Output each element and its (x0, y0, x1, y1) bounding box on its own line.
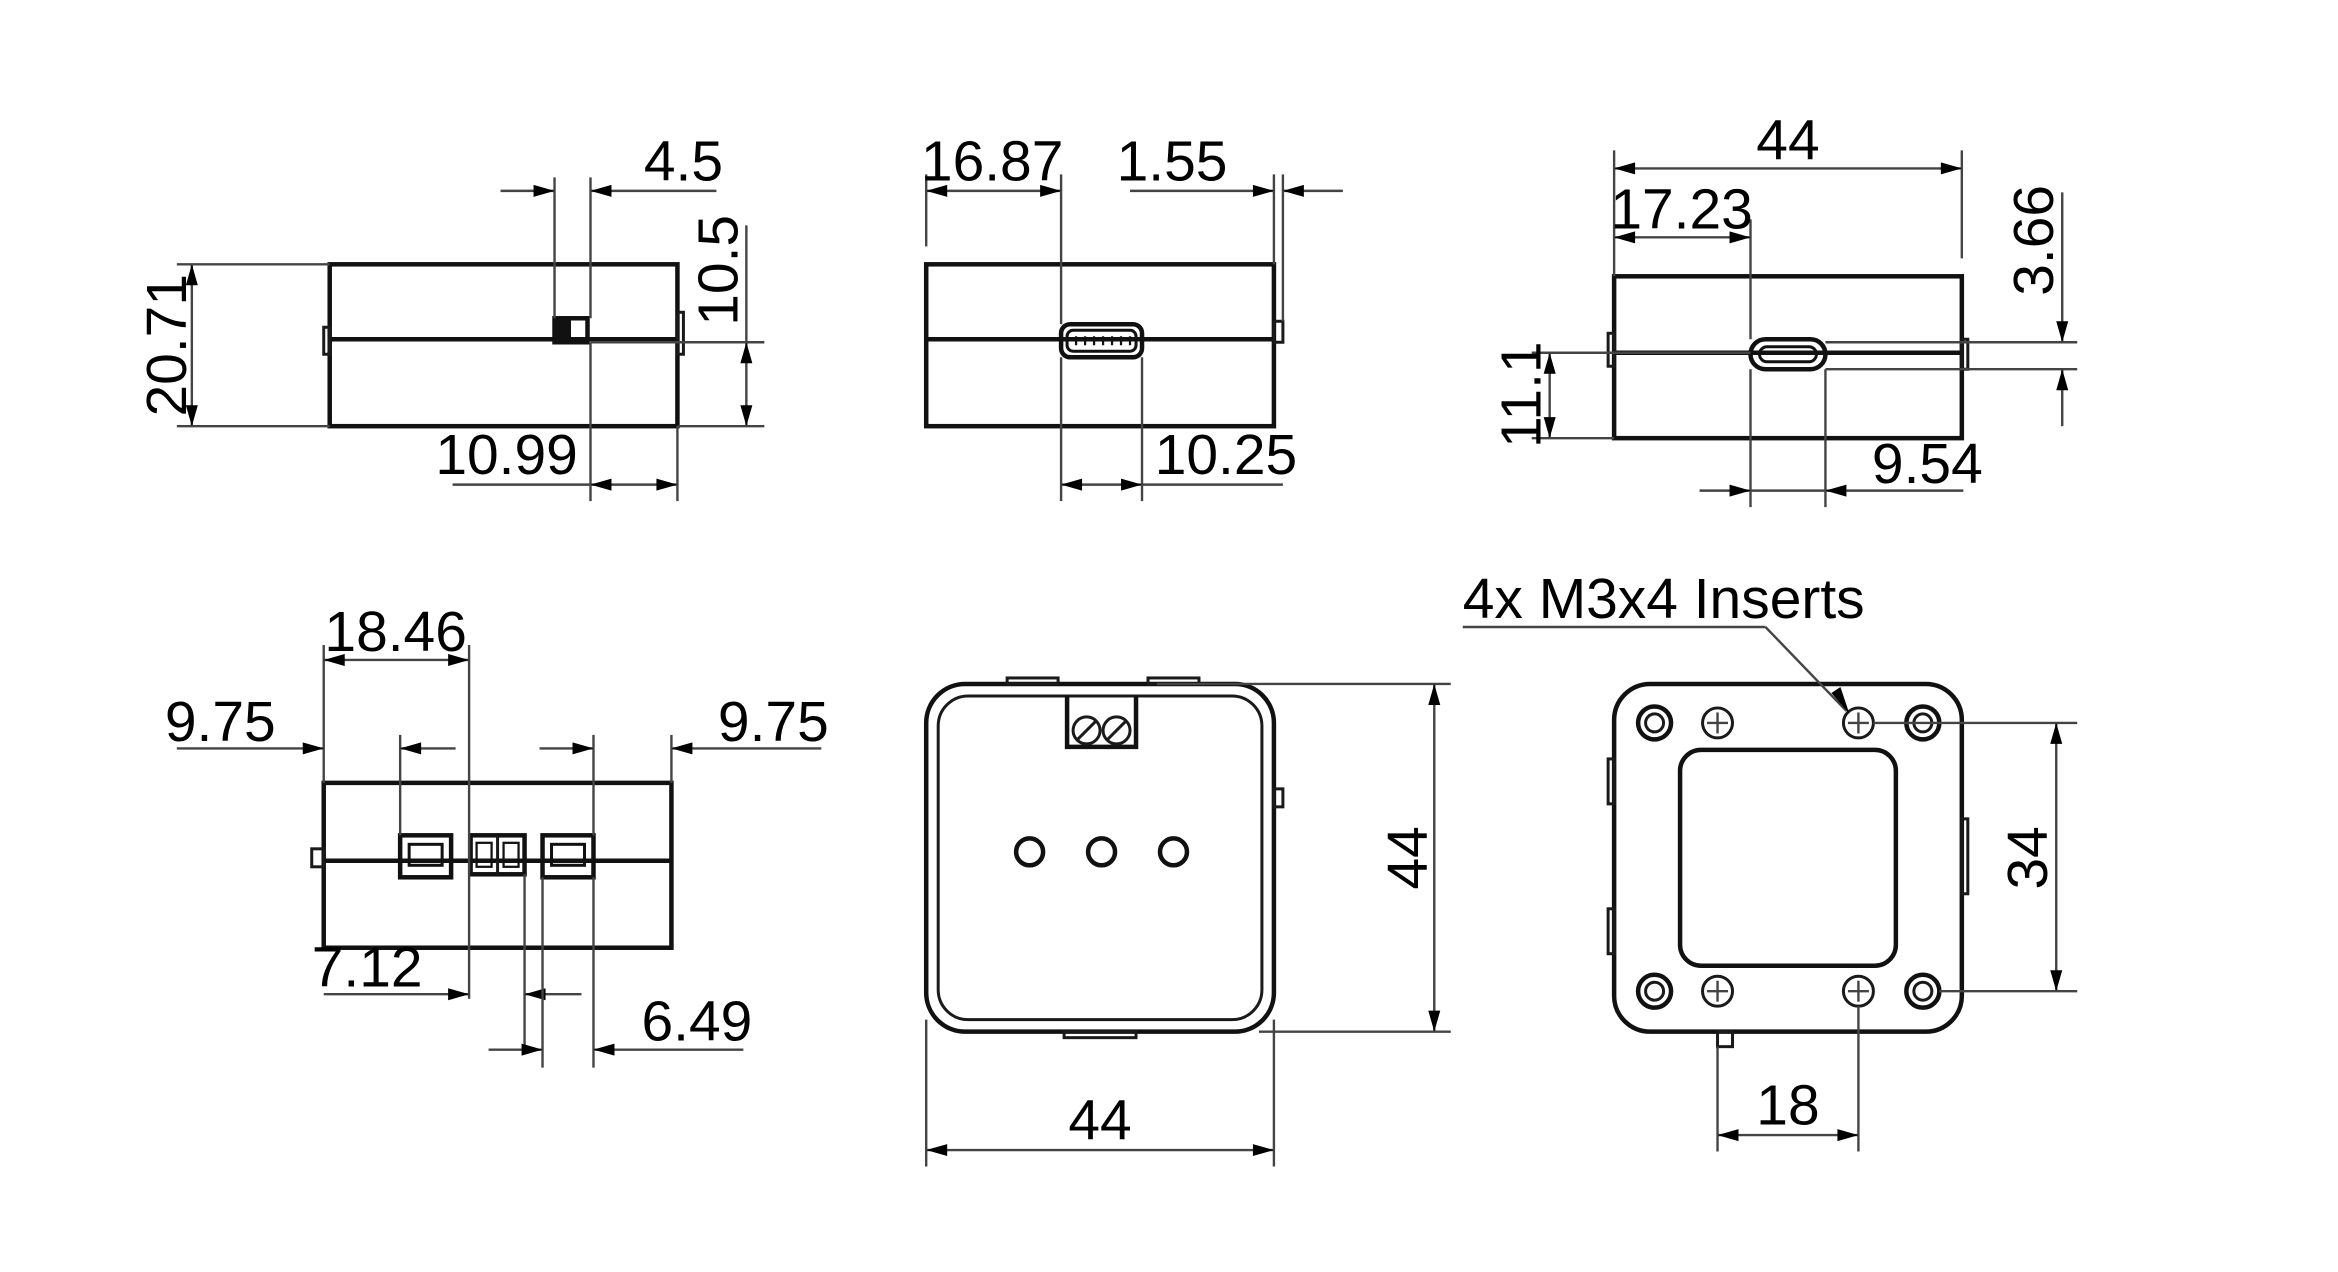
left-tab-lower (1606, 907, 1616, 956)
view-side-usb-c: 44 17.23 3.66 11.1 9.54 (1490, 108, 2078, 508)
dim-9-54: 9.54 (1872, 432, 1983, 496)
dim-34: 34 (1996, 826, 2060, 889)
terminal-notch (1064, 695, 1139, 750)
dim-10-99: 10.99 (435, 423, 577, 487)
left-tab (322, 325, 332, 356)
view-bottom: 4x M3x4 Inserts 34 18 (1463, 567, 2078, 1152)
view-top: 44 44 (923, 676, 1451, 1167)
corner-hole-tl (1635, 704, 1674, 742)
usb-port-icon (1058, 322, 1145, 360)
top-tab-left (1005, 676, 1060, 686)
dim-10-5: 10.5 (686, 215, 750, 326)
slide-switch-knob (554, 318, 572, 343)
dim-9-75-right: 9.75 (718, 690, 829, 754)
dim-10-25: 10.25 (1155, 423, 1297, 487)
dim-11-1: 11.1 (1490, 341, 1554, 448)
view-side-connectors: 18.46 9.75 9.75 7.12 6.49 (165, 600, 829, 1068)
dim-20-71: 20.71 (135, 274, 199, 416)
dim-9-75-left: 9.75 (165, 690, 276, 754)
jst-connector-left (397, 833, 454, 880)
left-tab (1606, 331, 1616, 368)
led-hole-2 (1085, 836, 1118, 868)
screw-icon-left (1071, 715, 1102, 746)
right-tab (675, 310, 685, 356)
enclosure-outline (1611, 274, 1965, 441)
view-side-switch: 4.5 20.71 10.5 10.99 (135, 129, 765, 502)
right-tab (1272, 319, 1285, 344)
dim-44-vertical: 44 (1376, 826, 1440, 889)
insert-note: 4x M3x4 Inserts (1463, 567, 1865, 631)
dim-7-12: 7.12 (312, 936, 423, 1000)
bottom-tab (1062, 1030, 1138, 1040)
dim-44-top: 44 (1756, 108, 1819, 172)
corner-hole-br (1904, 972, 1942, 1010)
dim-1-55: 1.55 (1117, 129, 1228, 193)
led-hole-1 (1013, 836, 1046, 868)
dim-3-66: 3.66 (2002, 185, 2066, 296)
enclosure-inner-edge (936, 694, 1264, 1022)
screw-icon-right (1101, 715, 1132, 746)
jst-connector-right (540, 833, 596, 880)
right-tab (1960, 337, 1970, 371)
dim-44-horizontal: 44 (1068, 1089, 1131, 1153)
insert-icon (1701, 706, 1875, 1008)
dim-18-46: 18.46 (324, 600, 466, 664)
dim-16-87: 16.87 (921, 129, 1063, 193)
dim-18: 18 (1756, 1074, 1819, 1138)
left-tab-upper (1606, 757, 1616, 806)
right-tab (1272, 787, 1285, 809)
dim-6-49: 6.49 (641, 990, 752, 1054)
corner-hole-bl (1635, 972, 1674, 1010)
left-tab (310, 847, 326, 869)
right-tab (1960, 817, 1970, 896)
enclosure-outline (923, 262, 1277, 429)
led-hole-3 (1157, 836, 1190, 868)
dim-17-23: 17.23 (1610, 177, 1752, 241)
center-cutout (1677, 747, 1899, 968)
usb-c-port-icon (1748, 337, 1828, 372)
enclosure-outline (327, 262, 680, 429)
view-side-usb-a: 16.87 1.55 10.25 (921, 129, 1343, 502)
dim-4-5: 4.5 (644, 129, 723, 193)
bottom-tab (1716, 1030, 1735, 1049)
